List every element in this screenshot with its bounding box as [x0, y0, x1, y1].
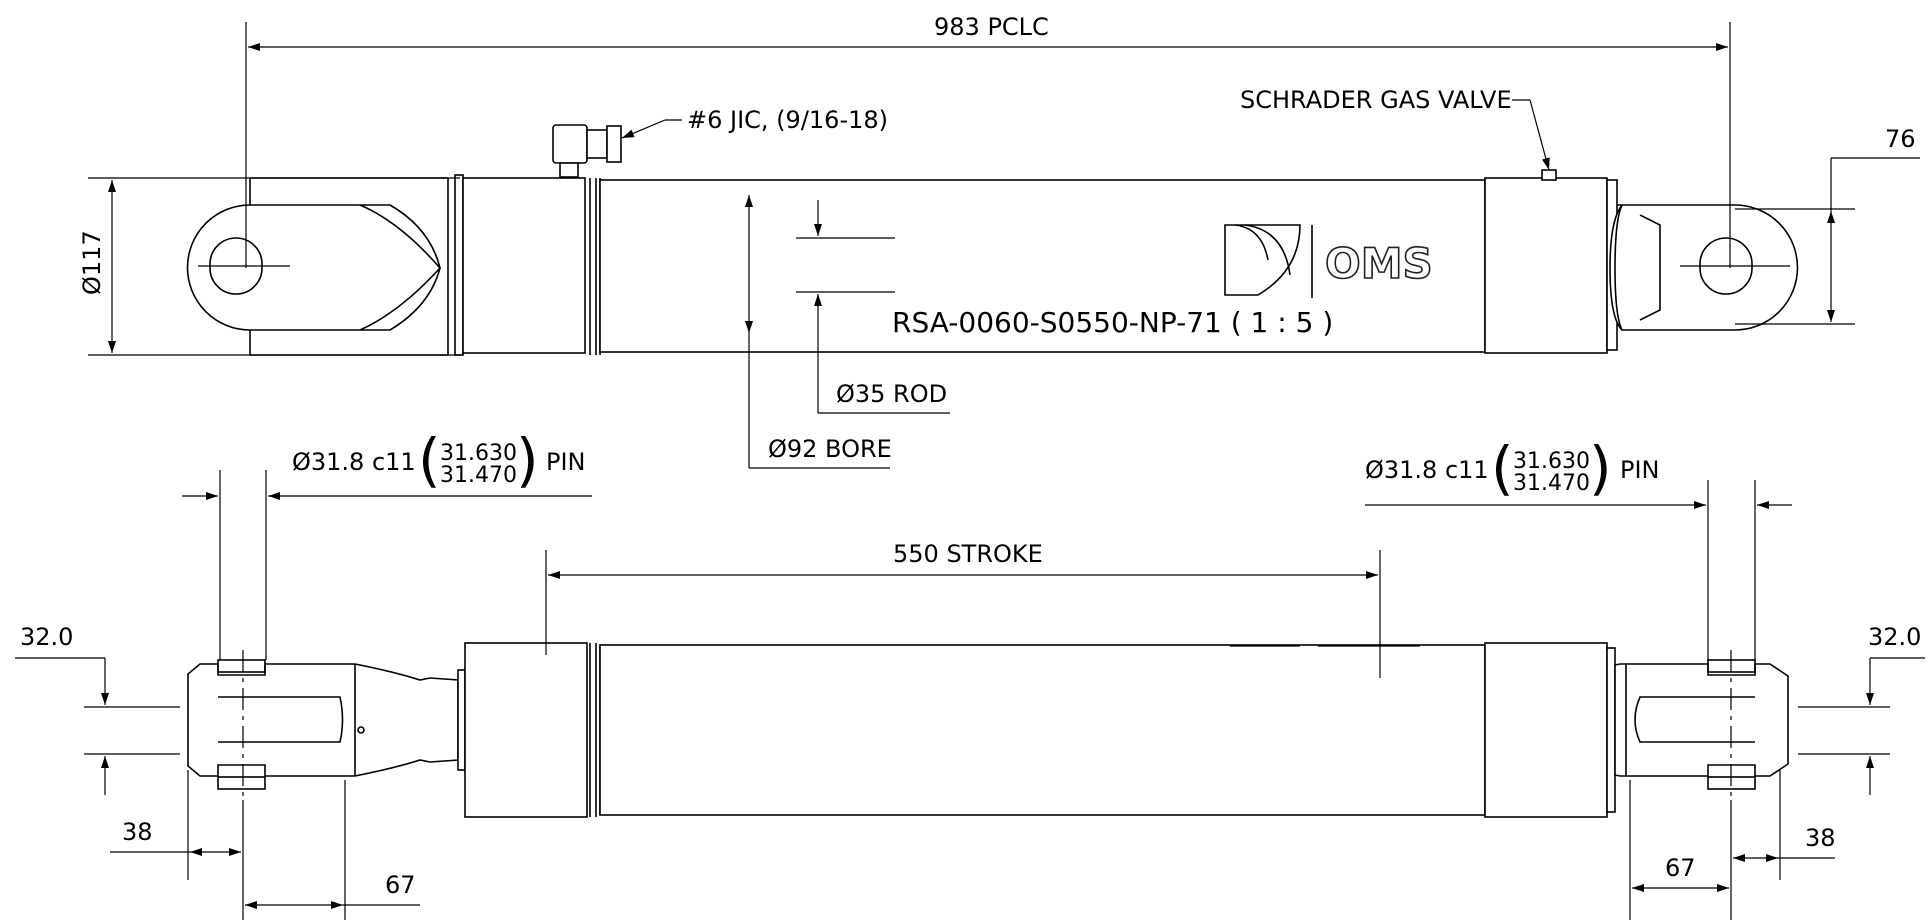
- svg-text:(: (: [1491, 434, 1514, 502]
- rod-diameter-label: Ø35 ROD: [836, 380, 947, 408]
- pclc-label: 983 PCLC: [934, 13, 1049, 41]
- top-view: OMS RSA-0060-S0550-NP-71 ( 1 : 5 ): [186, 124, 1799, 356]
- clevis-gap-right-label: 32.0: [1868, 623, 1921, 651]
- bore-diameter-label: Ø92 BORE: [768, 435, 892, 463]
- pin-right-prefix: Ø31.8 c11: [1365, 456, 1489, 484]
- eye-width-label: 76: [1885, 125, 1916, 153]
- pin-right-suffix: PIN: [1620, 456, 1660, 484]
- bottom-left-gland: [464, 642, 601, 818]
- pin-left-suffix: PIN: [546, 448, 586, 476]
- top-dimensions: 983 PCLC #6 JIC, (9/16-18) SCHRADER GAS …: [78, 13, 1920, 469]
- offset-left-67-label: 67: [385, 871, 416, 899]
- bottom-right-end-cap: [1484, 642, 1616, 818]
- oms-logo-text: OMS: [1325, 239, 1433, 288]
- left-clevis: [187, 650, 466, 800]
- pin-left-prefix: Ø31.8 c11: [292, 448, 416, 476]
- right-clevis: [1614, 650, 1789, 800]
- bottom-barrel: [599, 644, 1486, 816]
- bottom-dimensions: Ø31.8 c11 ( 31.630 31.470 ) PIN Ø31.8 c1…: [15, 426, 1925, 920]
- pin-left-lower: 31.470: [440, 463, 517, 488]
- pin-right-upper: 31.630: [1513, 449, 1590, 474]
- body-diameter-label: Ø117: [78, 230, 106, 295]
- left-rod-eye: [186, 177, 449, 356]
- pin-right-lower: 31.470: [1513, 471, 1590, 496]
- stroke-label: 550 STROKE: [893, 540, 1043, 568]
- part-number: RSA-0060-S0550-NP-71 ( 1 : 5 ): [892, 306, 1333, 339]
- offset-left-38-label: 38: [122, 818, 153, 846]
- gas-valve-label: SCHRADER GAS VALVE: [1240, 86, 1512, 114]
- pin-left-callout: Ø31.8 c11 ( 31.630 31.470 ) PIN: [292, 426, 586, 494]
- right-rod-eye: [1609, 204, 1799, 331]
- bottom-view: [187, 642, 1789, 818]
- pin-right-callout: Ø31.8 c11 ( 31.630 31.470 ) PIN: [1365, 434, 1660, 502]
- pin-left-upper: 31.630: [440, 441, 517, 466]
- right-end-cap: [1484, 177, 1618, 354]
- gas-valve-icon: [1541, 169, 1557, 181]
- jic-label: #6 JIC, (9/16-18): [687, 106, 888, 134]
- clevis-gap-left-label: 32.0: [20, 623, 73, 651]
- svg-text:): ): [1589, 434, 1612, 502]
- jic-fitting-icon: [552, 124, 622, 178]
- left-gland: [454, 174, 601, 356]
- svg-text:(: (: [418, 426, 441, 494]
- offset-right-67-label: 67: [1665, 854, 1696, 882]
- svg-text:): ): [516, 426, 539, 494]
- offset-right-38-label: 38: [1805, 824, 1836, 852]
- oms-logo: OMS: [1224, 224, 1434, 298]
